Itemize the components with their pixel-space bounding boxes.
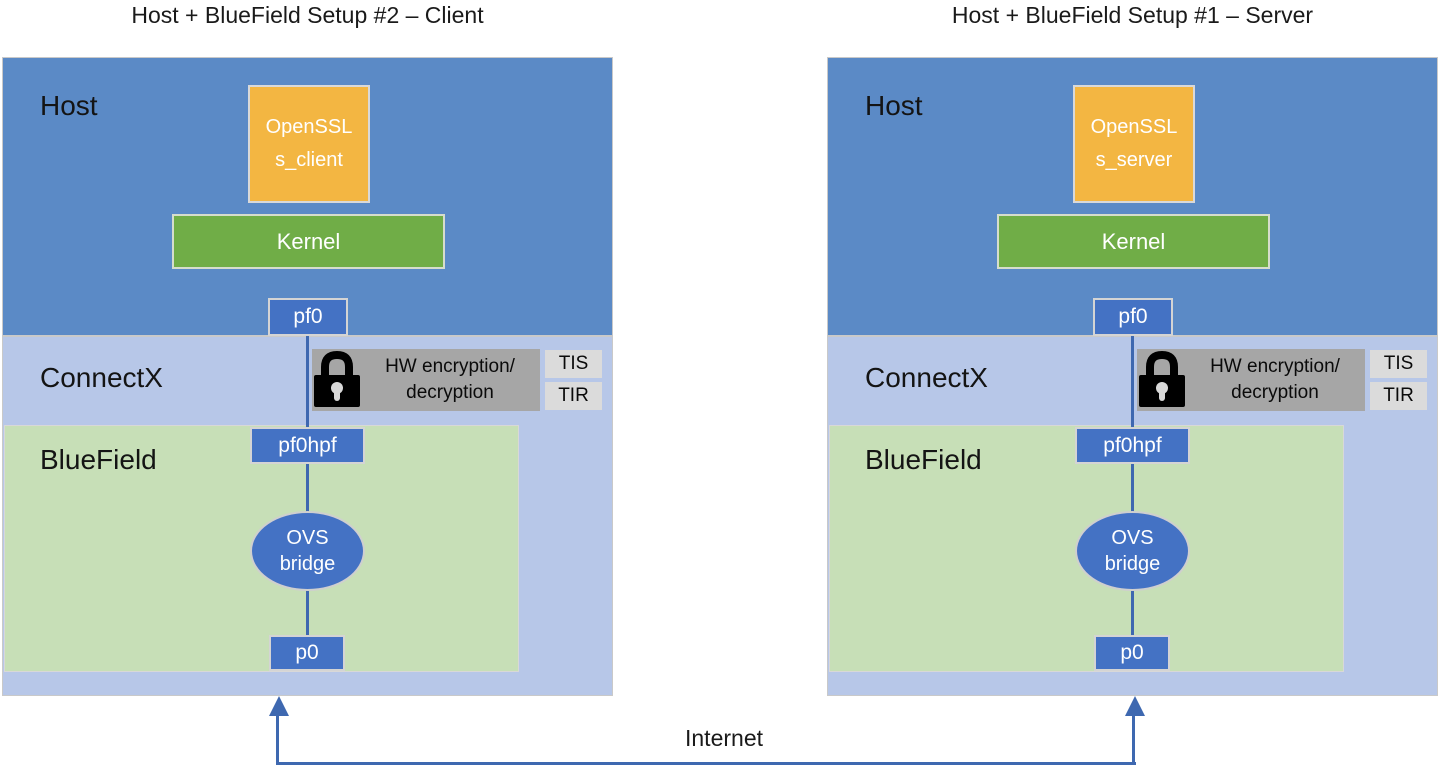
hw-encryption-line2: decryption xyxy=(1231,382,1319,403)
pf0hpf-port: pf0hpf xyxy=(1075,427,1190,464)
internet-line-horizontal xyxy=(276,762,1136,765)
internet-label: Internet xyxy=(685,725,763,751)
host-label: Host xyxy=(865,90,923,121)
pf0hpf-port: pf0hpf xyxy=(250,427,365,464)
tis-tag: TIS xyxy=(1370,350,1427,378)
ovs-bridge-line1: OVS xyxy=(286,527,329,549)
ovs-bridge-line2: bridge xyxy=(1104,553,1161,575)
tir-tag: TIR xyxy=(545,382,602,410)
openssl-node: OpenSSL s_client xyxy=(248,85,370,203)
connectx-label: ConnectX xyxy=(865,362,988,393)
openssl-node-line1: OpenSSL xyxy=(265,116,353,138)
bluefield-label: BlueField xyxy=(40,444,157,475)
kernel-node: Kernel xyxy=(997,214,1270,269)
setup-server-title: Host + BlueField Setup #1 – Server xyxy=(951,2,1314,28)
bluefield-label: BlueField xyxy=(865,444,982,475)
setup-server: Host + BlueField Setup #1 – Server Host … xyxy=(827,0,1438,770)
openssl-node-line1: OpenSSL xyxy=(1090,116,1178,138)
pf0-to-p0-connector-line xyxy=(1131,336,1134,635)
lock-icon xyxy=(1139,350,1185,407)
ovs-bridge-node: OVS bridge xyxy=(1075,511,1190,591)
ovs-bridge-line1: OVS xyxy=(1111,527,1154,549)
setup-client-title: Host + BlueField Setup #2 – Client xyxy=(131,2,484,28)
lock-icon xyxy=(314,350,360,407)
ovs-bridge-line2: bridge xyxy=(279,553,336,575)
pf0-to-p0-connector-line xyxy=(306,336,309,635)
pf0-port: pf0 xyxy=(1093,298,1173,336)
arrow-up-icon-left xyxy=(269,696,289,716)
setup-client: Host + BlueField Setup #2 – Client Host … xyxy=(2,0,613,770)
arrow-up-icon-right xyxy=(1125,696,1145,716)
p0-port: p0 xyxy=(1094,635,1170,671)
hw-encryption-line1: HW encryption/ xyxy=(385,356,515,377)
p0-port: p0 xyxy=(269,635,345,671)
internet-line-right-stem xyxy=(1132,714,1135,765)
host-label: Host xyxy=(40,90,98,121)
hw-encryption-text: HW encryption/ decryption xyxy=(362,349,538,411)
ovs-bridge-node: OVS bridge xyxy=(250,511,365,591)
tis-tag: TIS xyxy=(545,350,602,378)
hw-encryption-box: HW encryption/ decryption xyxy=(1137,349,1365,411)
hw-encryption-line1: HW encryption/ xyxy=(1210,356,1340,377)
kernel-node: Kernel xyxy=(172,214,445,269)
tir-tag: TIR xyxy=(1370,382,1427,410)
openssl-node: OpenSSL s_server xyxy=(1073,85,1195,203)
pf0-port: pf0 xyxy=(268,298,348,336)
openssl-node-line2: s_server xyxy=(1095,149,1173,171)
connectx-label: ConnectX xyxy=(40,362,163,393)
internet-line-left-stem xyxy=(276,714,279,765)
openssl-node-line2: s_client xyxy=(275,149,343,171)
hw-encryption-text: HW encryption/ decryption xyxy=(1187,349,1363,411)
hw-encryption-line2: decryption xyxy=(406,382,494,403)
hw-encryption-box: HW encryption/ decryption xyxy=(312,349,540,411)
